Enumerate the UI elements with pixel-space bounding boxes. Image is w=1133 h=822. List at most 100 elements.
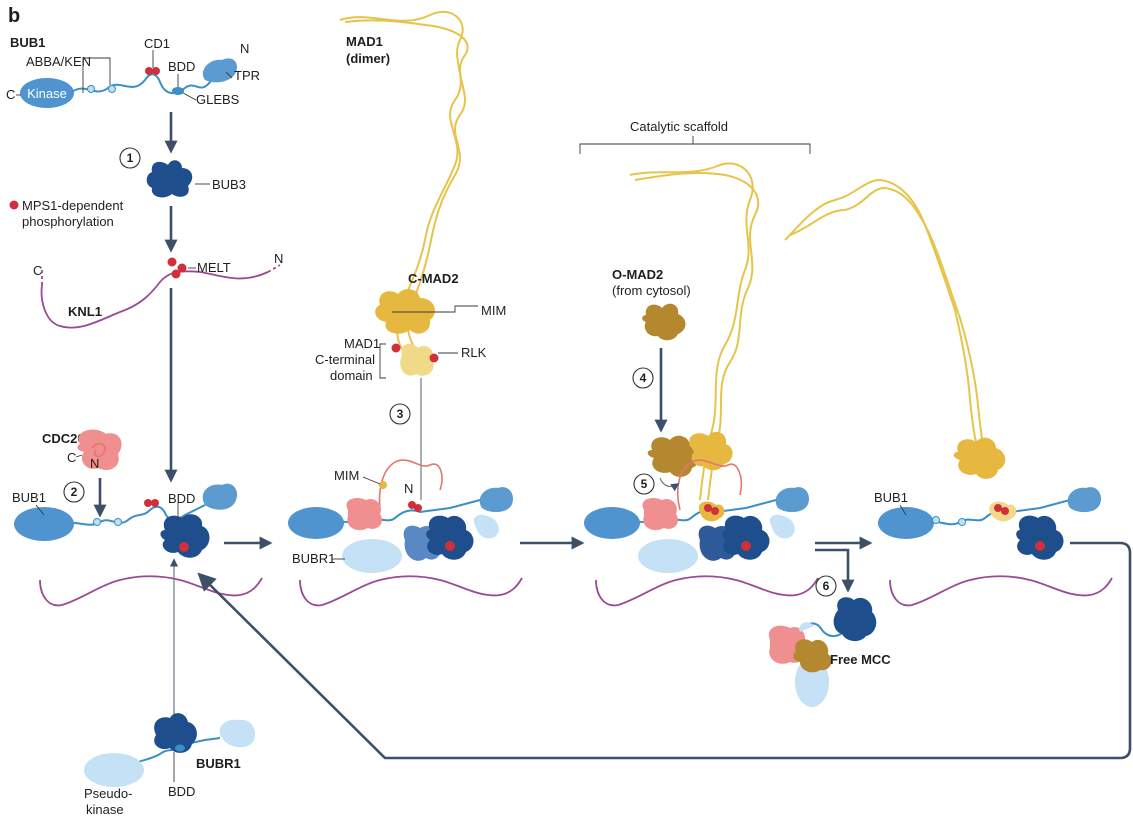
- cdc20-protein: [77, 429, 122, 471]
- mad1-label-line1: MAD1: [346, 34, 383, 49]
- rlk-label: RLK: [461, 345, 487, 360]
- tpr-c3: [775, 487, 810, 513]
- kinase-domain: [20, 78, 74, 108]
- bubr1-free: [84, 713, 256, 787]
- pseudokinase-line2: kinase: [86, 802, 124, 817]
- cdc20-c-label: C: [67, 450, 76, 465]
- mps1-legend-line1: MPS1-dependent: [22, 198, 124, 213]
- c-mad2-c4: [953, 437, 1006, 479]
- mad1-ctd: [400, 343, 434, 376]
- ctd-phospho-2: [429, 353, 439, 363]
- mad1-c3-strand-a: [629, 162, 754, 501]
- bub3-bubr1: [154, 713, 197, 753]
- bdd-top-label: BDD: [168, 59, 195, 74]
- cdc20-loop: [91, 442, 106, 458]
- step-4-badge: 4: [632, 367, 654, 389]
- cdc20-c2: [346, 498, 383, 531]
- phospho-legend-dot: [9, 200, 19, 210]
- ken-motif: [108, 85, 116, 93]
- bubr1-tpr-c2: [473, 514, 499, 539]
- cd1-phospho-2: [152, 67, 160, 75]
- c-mad2-c3: [689, 431, 733, 471]
- bdd-region: [172, 87, 184, 95]
- free-mcc-label: Free MCC: [830, 652, 891, 667]
- bubr1-pseudokinase: [84, 753, 144, 787]
- step-1-badge: 1: [119, 147, 141, 169]
- svg-text:6: 6: [823, 579, 830, 593]
- ctd-phospho-1: [391, 343, 401, 353]
- cd1-phospho-1: [145, 67, 153, 75]
- bub1-title: BUB1: [10, 35, 45, 50]
- knl1-n-label: N: [274, 251, 283, 266]
- knl1-chain-c2: [299, 575, 523, 607]
- tpr-c4: [1067, 487, 1102, 513]
- bub3-c1: [160, 514, 210, 558]
- bub3-c2: [426, 515, 474, 560]
- ken-c4: [958, 518, 966, 526]
- mcc-c-mad2: [793, 639, 832, 673]
- bubr1-bottom-label: BUBR1: [196, 756, 241, 771]
- complex-4: [878, 437, 1113, 607]
- abba-motif: [87, 85, 95, 93]
- bub1-kinase-c4: [878, 507, 934, 539]
- step-5-badge: 5: [633, 473, 655, 495]
- cd1-label: CD1: [144, 36, 170, 51]
- step-3-badge: 3: [389, 403, 411, 425]
- step-5-arrow: [659, 477, 680, 492]
- bub3-c4: [1016, 515, 1064, 560]
- complex-1: [14, 483, 263, 607]
- tpr-c1: [202, 483, 238, 510]
- bub1-left-leader: [35, 504, 45, 516]
- bub3-protein: [146, 160, 193, 198]
- c2-phos-a: [408, 501, 416, 509]
- knl1-chain-c1: [39, 575, 263, 607]
- svg-text:5: 5: [641, 477, 648, 491]
- o-mad2-label-line2: (from cytosol): [612, 283, 691, 298]
- melt-phospho-3: [171, 269, 181, 279]
- catalytic-scaffold-bracket: [579, 143, 811, 154]
- step-2-badge: 2: [63, 481, 85, 503]
- bub1-right-leader: [899, 504, 907, 516]
- abba-ken-label: ABBA/KEN: [26, 54, 91, 69]
- bub1-domain-map: Kinase: [16, 50, 238, 108]
- c3-phos-a: [704, 504, 712, 512]
- c-mad2-protein: [375, 289, 435, 334]
- n-term-label: N: [240, 41, 249, 56]
- svg-text:3: 3: [397, 407, 404, 421]
- bub1-kinase-c3: [584, 507, 640, 539]
- abba-c4: [932, 516, 940, 524]
- bubr1-tpr: [219, 719, 256, 748]
- bdd-bottom-label: BDD: [168, 784, 195, 799]
- ctd-bracket: [379, 343, 386, 379]
- bubr1-bdd: [175, 744, 185, 752]
- c-term-label: C: [6, 87, 15, 102]
- mcc-bubr1-tpr: [799, 622, 814, 632]
- svg-text:4: 4: [640, 371, 647, 385]
- cdc20-n-label: N: [90, 456, 99, 471]
- melt-phospho-2: [177, 263, 187, 273]
- bubr1-pseudokinase-c3: [638, 539, 698, 573]
- mad1-label-line2: (dimer): [346, 51, 390, 66]
- bub1-linker: [71, 71, 221, 95]
- knl1-chain: [40, 270, 269, 329]
- bubr1-pseudokinase-c2: [342, 539, 402, 573]
- complex-2: [288, 459, 523, 607]
- mim-lower-label: MIM: [334, 468, 359, 483]
- bub3-label: BUB3: [212, 177, 246, 192]
- n-mid-label: N: [404, 481, 413, 496]
- c3-melt-phos: [741, 541, 751, 551]
- bub1-left-label: BUB1: [12, 490, 46, 505]
- c4-phos-a: [994, 504, 1002, 512]
- cd1-phos-c1b: [151, 499, 159, 507]
- recycle-arrow: [197, 541, 1132, 760]
- abba-ken-leader: [82, 57, 111, 93]
- mcc-bub3: [833, 597, 877, 642]
- knl1-chain-c3: [595, 575, 819, 607]
- melt-phos-c1: [179, 542, 189, 552]
- mad1-strand-b: [344, 19, 469, 309]
- o-mad2-label-line1: O-MAD2: [612, 267, 663, 282]
- tpr-c2: [479, 487, 514, 513]
- bubr1-tpr-c3: [769, 514, 795, 539]
- abba-c1: [93, 518, 101, 526]
